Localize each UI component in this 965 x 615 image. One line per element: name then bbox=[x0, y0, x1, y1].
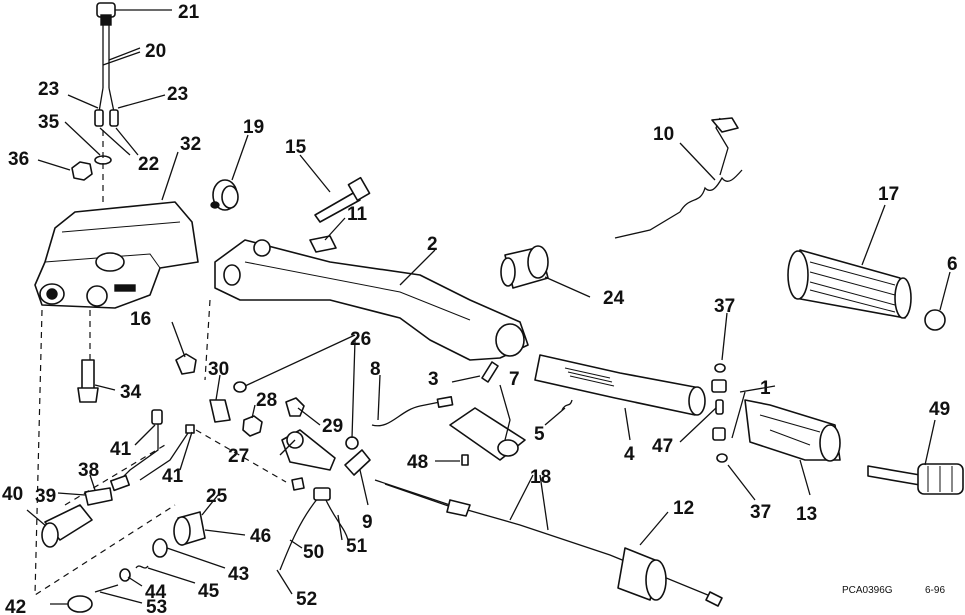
callout-1: 1 bbox=[760, 378, 771, 399]
callout-48: 48 bbox=[407, 452, 428, 473]
part-5-spring bbox=[561, 399, 573, 411]
callout-35: 35 bbox=[38, 112, 60, 133]
callout-5: 5 bbox=[534, 424, 545, 445]
part-2-tiller-arm bbox=[214, 239, 529, 361]
part-9-fitting bbox=[344, 449, 371, 476]
part-42-cap bbox=[67, 595, 93, 613]
part-30-clip bbox=[209, 399, 231, 423]
part-20-23-wires bbox=[94, 25, 119, 127]
callout-2: 2 bbox=[427, 234, 438, 255]
part-44-washer bbox=[119, 568, 131, 582]
callout-43: 43 bbox=[228, 564, 249, 585]
callout-41-bottom: 41 bbox=[162, 466, 184, 487]
callout-25: 25 bbox=[206, 486, 228, 507]
part-3-pin bbox=[481, 361, 499, 383]
callout-20: 20 bbox=[145, 41, 166, 62]
part-19-bushing bbox=[210, 179, 239, 211]
callout-11: 11 bbox=[347, 204, 368, 225]
callout-37-bottom: 37 bbox=[750, 502, 771, 523]
part-53-pin bbox=[94, 584, 119, 593]
callout-37-top: 37 bbox=[714, 296, 735, 317]
callout-53: 53 bbox=[146, 597, 167, 615]
figure-code: PCA0396G bbox=[842, 585, 893, 596]
callout-24: 24 bbox=[603, 288, 625, 309]
callout-27: 27 bbox=[228, 446, 249, 467]
callout-52: 52 bbox=[296, 589, 317, 610]
callout-44: 44 bbox=[145, 582, 167, 603]
callout-10: 10 bbox=[653, 124, 674, 145]
callout-6: 6 bbox=[947, 254, 958, 275]
part-11-plate bbox=[309, 235, 337, 253]
callout-49: 49 bbox=[929, 399, 950, 420]
part-45-spring bbox=[135, 565, 149, 569]
callout-19: 19 bbox=[243, 117, 264, 138]
part-4-throttle-tube bbox=[534, 354, 706, 416]
callout-41-top: 41 bbox=[110, 439, 132, 460]
part-34-bolt bbox=[77, 359, 99, 403]
part-8-wire bbox=[371, 396, 454, 427]
part-32-housing bbox=[34, 201, 199, 309]
part-7-bracket bbox=[449, 407, 526, 461]
part-41-wire-assembly bbox=[119, 409, 195, 481]
callout-29: 29 bbox=[322, 416, 343, 437]
callout-7: 7 bbox=[509, 369, 520, 390]
callout-8: 8 bbox=[370, 359, 381, 380]
part-36-nut bbox=[71, 161, 93, 181]
callout-26: 26 bbox=[350, 329, 371, 350]
callout-39: 39 bbox=[35, 486, 56, 507]
callout-51: 51 bbox=[346, 536, 368, 557]
callout-9: 9 bbox=[362, 512, 373, 533]
callout-13: 13 bbox=[796, 504, 817, 525]
alignment-lines bbox=[34, 130, 287, 597]
callout-34: 34 bbox=[120, 382, 142, 403]
callout-18: 18 bbox=[530, 467, 551, 488]
callout-42: 42 bbox=[5, 597, 26, 615]
callout-30: 30 bbox=[208, 359, 229, 380]
callout-28: 28 bbox=[256, 390, 277, 411]
part-43-bushing bbox=[152, 538, 168, 558]
callout-47: 47 bbox=[652, 436, 673, 457]
part-40-plug bbox=[41, 504, 93, 548]
callout-22: 22 bbox=[138, 154, 159, 175]
part-24-sleeve bbox=[500, 245, 549, 289]
part-29-nut bbox=[285, 397, 305, 417]
callout-46: 46 bbox=[250, 526, 271, 547]
callout-38: 38 bbox=[78, 460, 99, 481]
callout-15: 15 bbox=[285, 137, 307, 158]
callout-16: 16 bbox=[130, 309, 151, 330]
part-17-grip bbox=[787, 249, 912, 319]
callout-17: 17 bbox=[878, 184, 899, 205]
callout-23-left: 23 bbox=[38, 79, 59, 100]
part-21-connector bbox=[96, 2, 116, 26]
callout-21: 21 bbox=[178, 2, 200, 23]
part-13-handle bbox=[744, 399, 841, 462]
callout-23-right: 23 bbox=[167, 84, 188, 105]
part-38-39-connector bbox=[84, 474, 131, 506]
part-49-switch bbox=[867, 463, 964, 495]
part-16-nut bbox=[175, 353, 197, 375]
callout-40: 40 bbox=[2, 484, 23, 505]
part-28-nut bbox=[242, 415, 263, 437]
callout-36: 36 bbox=[8, 149, 29, 170]
part-12-cable bbox=[374, 479, 723, 607]
part-25-screw bbox=[291, 477, 305, 491]
callout-3: 3 bbox=[428, 369, 439, 390]
part-37-1-47-small-parts bbox=[711, 363, 728, 463]
callout-45: 45 bbox=[198, 581, 220, 602]
part-10-lanyard bbox=[614, 117, 743, 239]
part-48-screw bbox=[461, 454, 469, 466]
part-46-grommet bbox=[173, 511, 206, 546]
callout-12: 12 bbox=[673, 498, 694, 519]
part-15-bolt bbox=[314, 176, 371, 223]
callout-32: 32 bbox=[180, 134, 201, 155]
date-code: 6-96 bbox=[925, 585, 945, 596]
leader-lines bbox=[26, 9, 951, 605]
callout-4: 4 bbox=[624, 444, 635, 465]
part-6-cap bbox=[924, 309, 946, 331]
part-26-washer bbox=[233, 381, 359, 450]
callout-50: 50 bbox=[303, 542, 324, 563]
